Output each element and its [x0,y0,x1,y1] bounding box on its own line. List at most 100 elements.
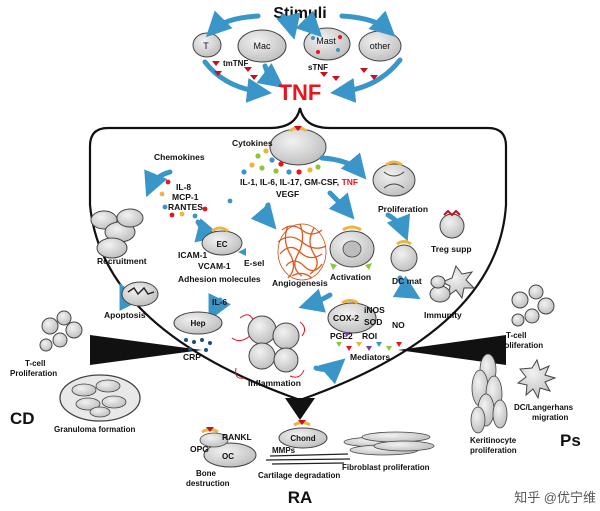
esel-label: E-sel [244,258,264,268]
inflammation-label: Inflammation [248,378,301,388]
crp-dots [184,338,212,352]
angiogenesis-label: Angiogenesis [272,278,328,288]
cd-label: CD [10,409,35,428]
fibroblast-label: Fibroblast proliferation [342,463,430,472]
oc-label: OC [222,452,234,461]
treg-supp-label: Treg supp [431,244,472,254]
adhesion-label: Adhesion molecules [178,274,261,284]
roi-label: ROI [362,331,377,341]
tnf-title: TNF [279,80,322,105]
tnf-trimers-top [212,61,378,81]
osteoclast-cell: OC [199,427,257,468]
cytokine-dots [241,148,321,175]
tmtnf-label: tmTNF [223,59,248,68]
immunity-label: Immunity [424,310,462,320]
watermark: 知乎 @优宁维 [514,490,596,505]
mediator-cell [327,299,377,334]
langerhans-cell [516,358,557,400]
cd-tcell-label: T-cell Proliferation [10,359,57,378]
apoptosis-cell [121,281,159,307]
source-cell-other-label: other [370,41,391,51]
stimuli-arrows [202,10,403,103]
cartilage-lines [265,453,351,465]
hepatocyte-cell: Hep [173,311,223,335]
chemokine-mcp1: MCP-1 [172,192,199,202]
source-cell-mac-label: Mac [253,41,271,51]
mediator-triangles [336,332,402,351]
il6-label: IL-6 [212,297,227,307]
granuloma [59,374,141,422]
cd-tcell-line1: T-cell [25,359,45,368]
central-cell [269,126,327,166]
dc-langerhans-label: DC/Langerhans migration [514,403,575,422]
fibroblast-cells [343,431,435,456]
angiogenesis-vessels [277,223,327,281]
mmps-label: MMPs [272,446,296,455]
cytokines-label: Cytokines [232,138,273,148]
ec-label: EC [216,240,227,249]
opg-label: OPG [190,444,209,454]
source-cell-mast: Mast [303,27,351,61]
source-cell-t-label: T [203,41,209,51]
cytokine-list: IL-1, IL-6, IL-17, GM-CSF, TNF [240,177,358,187]
keratinocyte-layers [470,353,508,434]
inflammation-cells [231,314,306,379]
ps-tcells [511,284,555,327]
cartilage-label: Cartilage degradation [258,471,340,480]
recruitment-label: Recruitment [97,256,147,266]
keratinocyte-line2: proliferation [470,446,517,455]
dc-langerhans-line2: migration [532,413,569,422]
endothelial-cell: EC [201,226,246,256]
proliferation-label: Proliferation [378,204,428,214]
pge2-label: PGE2 [330,331,353,341]
cd-tcells [39,310,83,352]
recruitment-cells [90,208,144,259]
bone-destruction-line1: Bone [196,469,217,478]
bone-destruction-line2: destruction [186,479,230,488]
dc-langerhans-line1: DC/Langerhans [514,403,574,412]
apoptosis-label: Apoptosis [104,310,146,320]
ra-label: RA [288,488,313,507]
vegf-label: VEGF [276,189,299,199]
icam-label: ICAM-1 [178,250,208,260]
chemokine-rantes: RANTES [168,202,203,212]
bone-destruction-label: Bone destruction [186,469,230,488]
keratinocyte-line1: Keritinocyte [470,436,517,445]
stimuli-label: Stimuli [273,5,326,22]
bracket-wedge-bottom [285,398,315,420]
source-cell-other: other [358,30,402,62]
cox2-label: COX-2 [333,313,359,323]
ps-label: Ps [560,431,581,450]
ps-tcell-line1: T-cell [506,331,526,340]
chemokines-label: Chemokines [154,152,205,162]
immunity-cells [429,264,476,303]
source-cell-mac: Mac [237,29,287,63]
chond-label: Chond [290,434,315,443]
no-label: NO [392,320,405,330]
source-cell-t: T [192,32,222,58]
mediators-label: Mediators [350,352,390,362]
ps-tcell-label: T-cell Proliferation [496,331,543,350]
rankl-label: RANKL [222,432,252,442]
cd-tcell-line2: Proliferation [10,369,57,378]
vcam-label: VCAM-1 [198,261,231,271]
effects-bracket [88,107,508,402]
dc-cell [390,240,418,272]
source-cell-mast-label: Mast [316,36,336,46]
proliferation-cell [372,160,416,197]
activation-label: Activation [330,272,371,282]
keratinocyte-label: Keritinocyte proliferation [470,436,518,455]
activation-cell [329,225,375,270]
granuloma-label: Granuloma formation [54,425,135,434]
chemokine-il8: IL-8 [176,182,191,192]
bracket-wedge-right [398,335,506,365]
crp-label: CRP [183,352,201,362]
sod-label: SOD [364,317,382,327]
inos-label: iNOS [364,305,385,315]
stnf-label: sTNF [308,63,328,72]
chondrocyte-cell: Chond [278,420,328,449]
hep-label: Hep [190,319,205,328]
treg-cell [439,209,465,239]
bracket-wedge-left [90,335,202,365]
